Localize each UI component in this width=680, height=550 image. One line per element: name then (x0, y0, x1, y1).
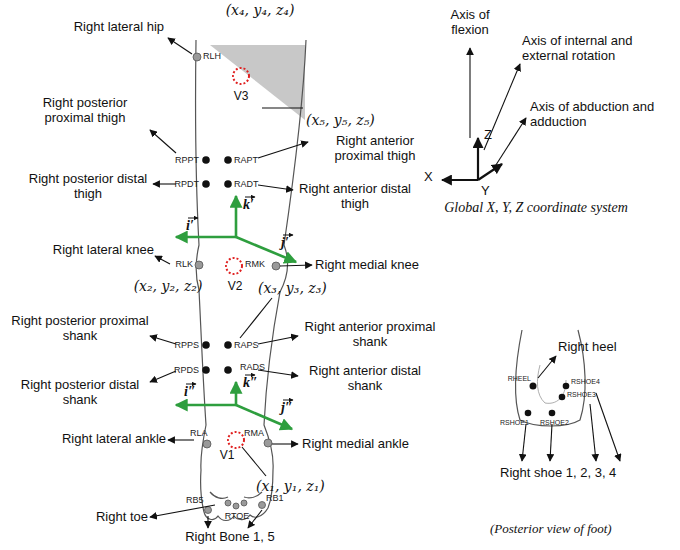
coordinate-label: (x₅, y₅, z₅) (306, 112, 406, 128)
marker-code: RLA (190, 428, 216, 438)
marker-code: RSHOE1 (500, 419, 530, 427)
marker-code: RAPS (234, 340, 268, 350)
marker-code: RB5 (186, 495, 210, 505)
axis-vector: j″ (281, 400, 297, 416)
local-axes (176, 196, 296, 429)
marker-name: Right shoe 1, 2, 3, 4 (500, 466, 650, 481)
marker-name: Right anterior distal thigh (295, 182, 415, 212)
marker-code: RSHOE3 (567, 391, 601, 399)
coordinate-label: (x₂, y₂, z₂) (118, 278, 218, 294)
leader-line (150, 38, 526, 528)
joint-label: V2 (224, 280, 246, 294)
marker-name: Right anterior distal shank (300, 364, 430, 394)
marker-code: RLK (163, 259, 193, 269)
marker-code: RSHOE2 (540, 419, 570, 427)
marker-code: RTOE (220, 511, 254, 521)
marker-name: Right posterior distal shank (10, 378, 150, 408)
joint-label: V3 (230, 90, 252, 104)
axis-vector: i′ (186, 218, 202, 234)
marker-code: RPPS (165, 340, 199, 350)
marker-name: Right posterior proximal thigh (20, 96, 150, 126)
view-caption: (Posterior view of foot) (490, 522, 670, 537)
marker-name: Right medial ankle (302, 437, 432, 452)
marker-code: RAPT (234, 155, 268, 165)
marker-code: RADT (234, 179, 268, 189)
axis-name: Axis of flexion (430, 8, 510, 38)
marker-code: RPPT (165, 155, 199, 165)
marker-name: Right Bone 1, 5 (170, 530, 290, 545)
axis-vector: i″ (184, 384, 200, 400)
marker-code: RLH (203, 51, 231, 61)
marker-name: Right anterior proximal shank (300, 320, 440, 350)
axis-vector: j′ (281, 235, 297, 251)
axis-name: Axis of abduction and adduction (530, 100, 660, 130)
marker-code: RPDS (165, 365, 199, 375)
marker-code: RB1 (266, 493, 290, 503)
axis-vector: k′ (243, 197, 259, 213)
marker-name: Right lateral ankle (30, 432, 166, 447)
marker-dots (202, 156, 232, 374)
coordinate-label: (x₁, y₁, z₁) (256, 478, 356, 494)
marker-code: RMA (244, 428, 270, 438)
marker-name: Right anterior proximal thigh (310, 134, 440, 164)
marker-name: Right posterior proximal shank (10, 314, 150, 344)
marker-name: Right lateral hip (40, 20, 164, 35)
axis-name: Axis of internal and external rotation (522, 34, 672, 64)
marker-name: Right medial knee (315, 258, 435, 273)
marker-code: RSHOE4 (571, 378, 605, 386)
vector-arrow (186, 197, 293, 400)
coordinate-label: (x₄, y₄, z₄) (210, 2, 310, 18)
marker-name: Right toe (60, 510, 148, 525)
marker-code: RADS (240, 362, 274, 372)
global-axes (442, 138, 502, 180)
coordinate-system-label: Global X, Y, Z coordinate system (436, 200, 636, 216)
marker-name: Right posterior distal thigh (25, 172, 151, 202)
marker-code: RMK (245, 259, 271, 269)
axis-letter: Z (484, 128, 498, 143)
marker-name: Right heel (558, 340, 648, 355)
joint-label: V1 (216, 449, 238, 463)
coordinate-label: (x₃, y₃, z₃) (258, 280, 358, 296)
axis-letter: X (424, 170, 438, 185)
marker-code: RPDT (165, 179, 199, 189)
marker-name: Right lateral knee (20, 243, 154, 258)
virtual-marker (226, 68, 249, 448)
marker-code: RHEEL (505, 375, 531, 383)
hip-region (210, 45, 305, 120)
axis-vector: k″ (243, 375, 259, 391)
axis-letter: Y (481, 184, 495, 199)
